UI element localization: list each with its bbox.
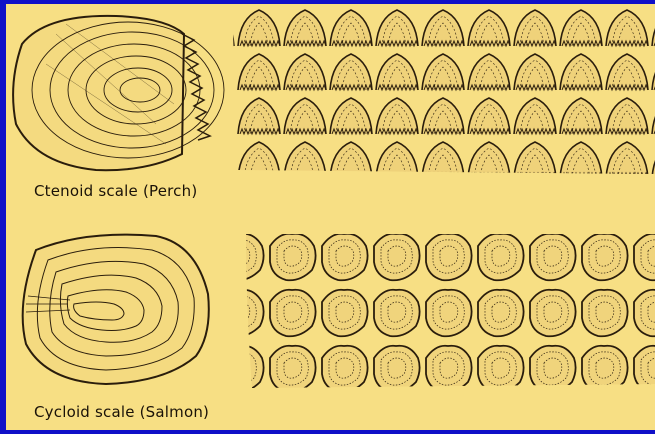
ctenoid-scale-drawing <box>13 16 224 170</box>
cycloid-caption: Cycloid scale (Salmon) <box>34 403 209 421</box>
ctenoid-skin-drawing <box>232 4 655 176</box>
scale-illustrations <box>6 4 655 430</box>
ctenoid-caption: Ctenoid scale (Perch) <box>34 182 197 200</box>
cycloid-scale-drawing <box>23 235 209 384</box>
cycloid-skin-drawing <box>244 232 655 390</box>
